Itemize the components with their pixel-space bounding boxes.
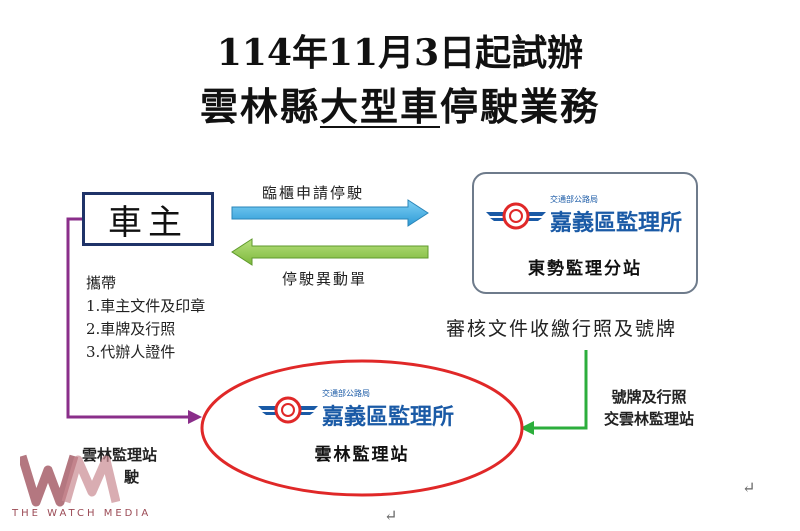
carry-item: 2.車牌及行照 <box>86 320 176 338</box>
left-note-line-2: 駛 <box>124 468 140 486</box>
title-line-2-suffix: 停駛業務 <box>440 84 601 129</box>
east-station-box: 交通部公路局 嘉義區監理所 東勢監理分站 <box>472 172 698 294</box>
east-agency-name: 嘉義區監理所 <box>550 210 683 236</box>
apply-arrow <box>231 199 429 227</box>
apply-arrow-label: 臨櫃申請停駛 <box>262 184 365 202</box>
east-agency-small: 交通部公路局 <box>550 195 598 204</box>
title-line-1: 114年11月3日起試辦 <box>216 32 584 74</box>
agency-emblem-icon <box>258 396 318 423</box>
left-note: 雲林監理站 駛 <box>82 444 157 488</box>
watermark-text: THE WATCH MEDIA <box>12 508 152 519</box>
owner-box: 車主 <box>82 192 214 246</box>
yunlin-station-logo: 交通部公路局 嘉義區監理所 <box>256 388 454 431</box>
left-flow-line <box>66 217 196 419</box>
handover-line-1: 號牌及行照 <box>611 388 687 406</box>
return-mark: ↵ <box>742 478 756 497</box>
left-flow-arrowhead <box>188 410 202 424</box>
carry-heading: 攜帶 <box>86 274 117 292</box>
right-flow-line <box>528 350 588 430</box>
return-arrow-label: 停駛異動單 <box>282 270 368 288</box>
title-line-2-prefix: 雲林縣 <box>199 84 320 129</box>
carry-item: 1.車主文件及印章 <box>86 297 206 315</box>
return-mark: ↵ <box>384 506 398 525</box>
east-station-logo: 交通部公路局 嘉義區監理所 <box>484 194 682 237</box>
return-arrow <box>231 238 429 266</box>
left-note-line-1: 雲林監理站 <box>82 446 158 464</box>
carry-item: 3.代辦人證件 <box>86 343 176 361</box>
agency-emblem-icon <box>486 202 546 229</box>
yunlin-station-name: 雲林監理站 <box>314 445 410 465</box>
yunlin-agency-small: 交通部公路局 <box>322 389 370 398</box>
yunlin-agency-name: 嘉義區監理所 <box>322 404 455 430</box>
handover-text: 號牌及行照 交雲林監理站 <box>604 386 694 430</box>
review-text: 審核文件收繳行照及號牌 <box>446 318 678 340</box>
watch-media-logo-icon <box>20 454 120 507</box>
carry-list: 攜帶 1.車主文件及印章 2.車牌及行照 3.代辦人證件 <box>86 272 205 364</box>
handover-line-2: 交雲林監理站 <box>604 410 695 428</box>
title-line-2: 雲林縣大型車停駛業務 <box>0 76 800 131</box>
right-flow-arrowhead <box>520 421 534 435</box>
yunlin-station-ellipse <box>200 359 524 497</box>
title-line-2-underlined: 大型車 <box>319 84 440 129</box>
owner-label: 車主 <box>108 202 188 243</box>
east-station-name: 東勢監理分站 <box>528 259 642 279</box>
